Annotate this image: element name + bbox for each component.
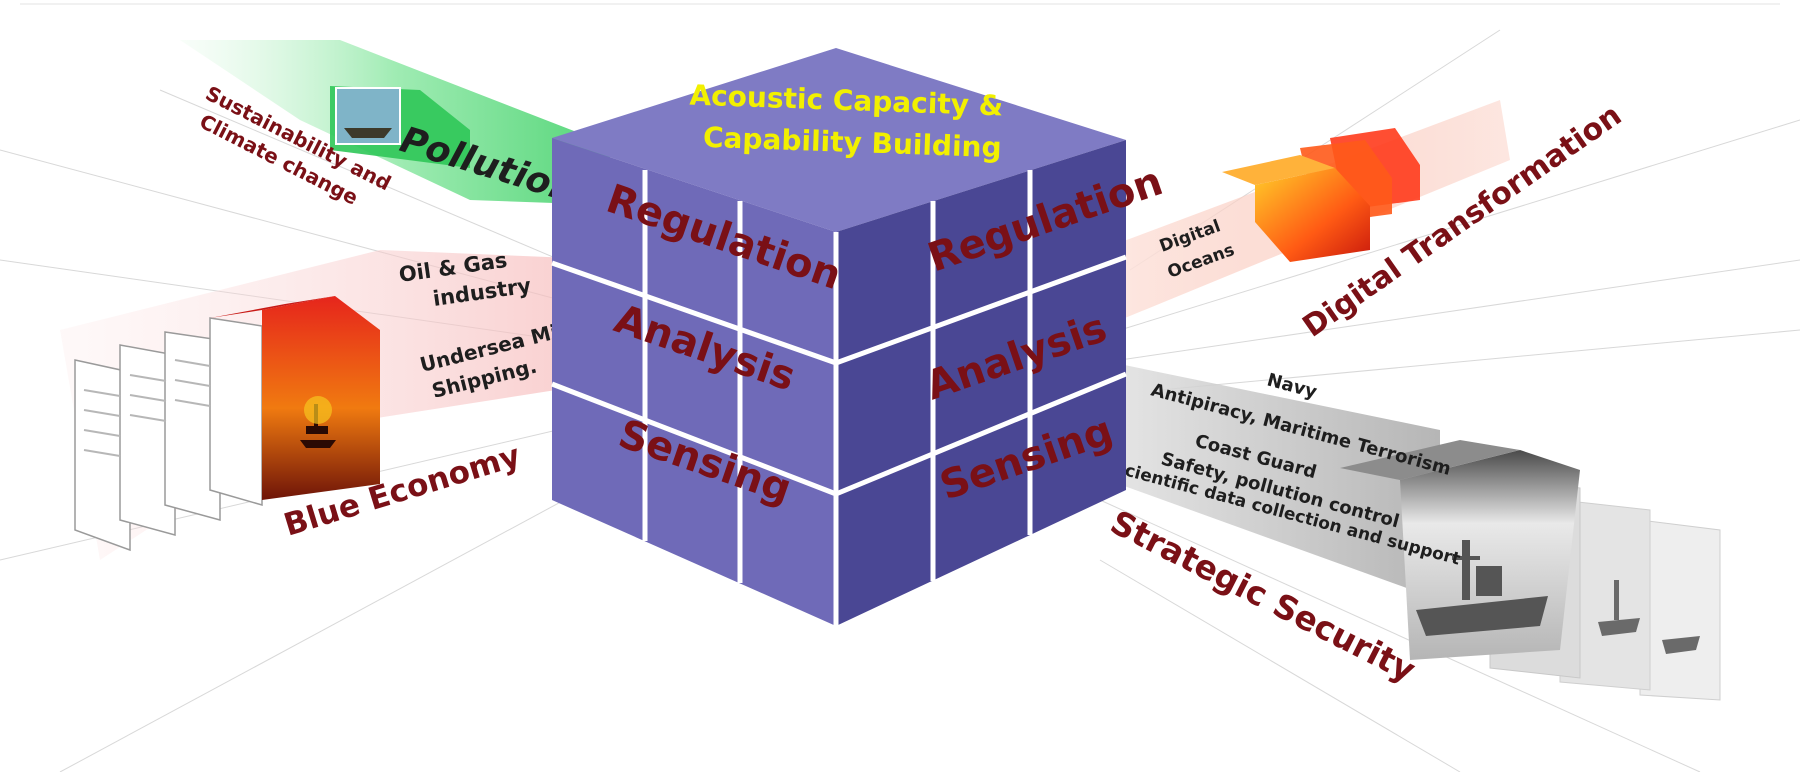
oil-rig-photo-top [210,296,335,318]
digital-branch: Digital Oceans Digital Transformation [1100,98,1628,345]
security-beam [1080,360,1440,600]
background-grid [0,3,1800,773]
cube-top-face [552,48,1126,232]
document-stack-icon [74,317,263,552]
security-branch: Navy Antipiracy, Maritime Terrorism Coas… [1080,360,1721,701]
ship-icon-small [1598,580,1700,654]
document-lines [83,359,211,457]
sun-icon [304,396,332,424]
ship-icon [1416,540,1548,636]
digital-cube-front [1255,168,1370,262]
digital-block-stack [1222,128,1420,262]
central-cube: Acoustic Capacity & Capability Building … [551,48,1168,626]
digital-cube-top [1222,155,1335,185]
cube-grid-lines [551,170,1127,626]
cube-side-face [836,140,1126,626]
blue-economy-branch: Oil & Gas industry Undersea Mining, Ship… [60,248,620,560]
cube-front-face [552,138,836,626]
boat-icon [344,128,392,138]
